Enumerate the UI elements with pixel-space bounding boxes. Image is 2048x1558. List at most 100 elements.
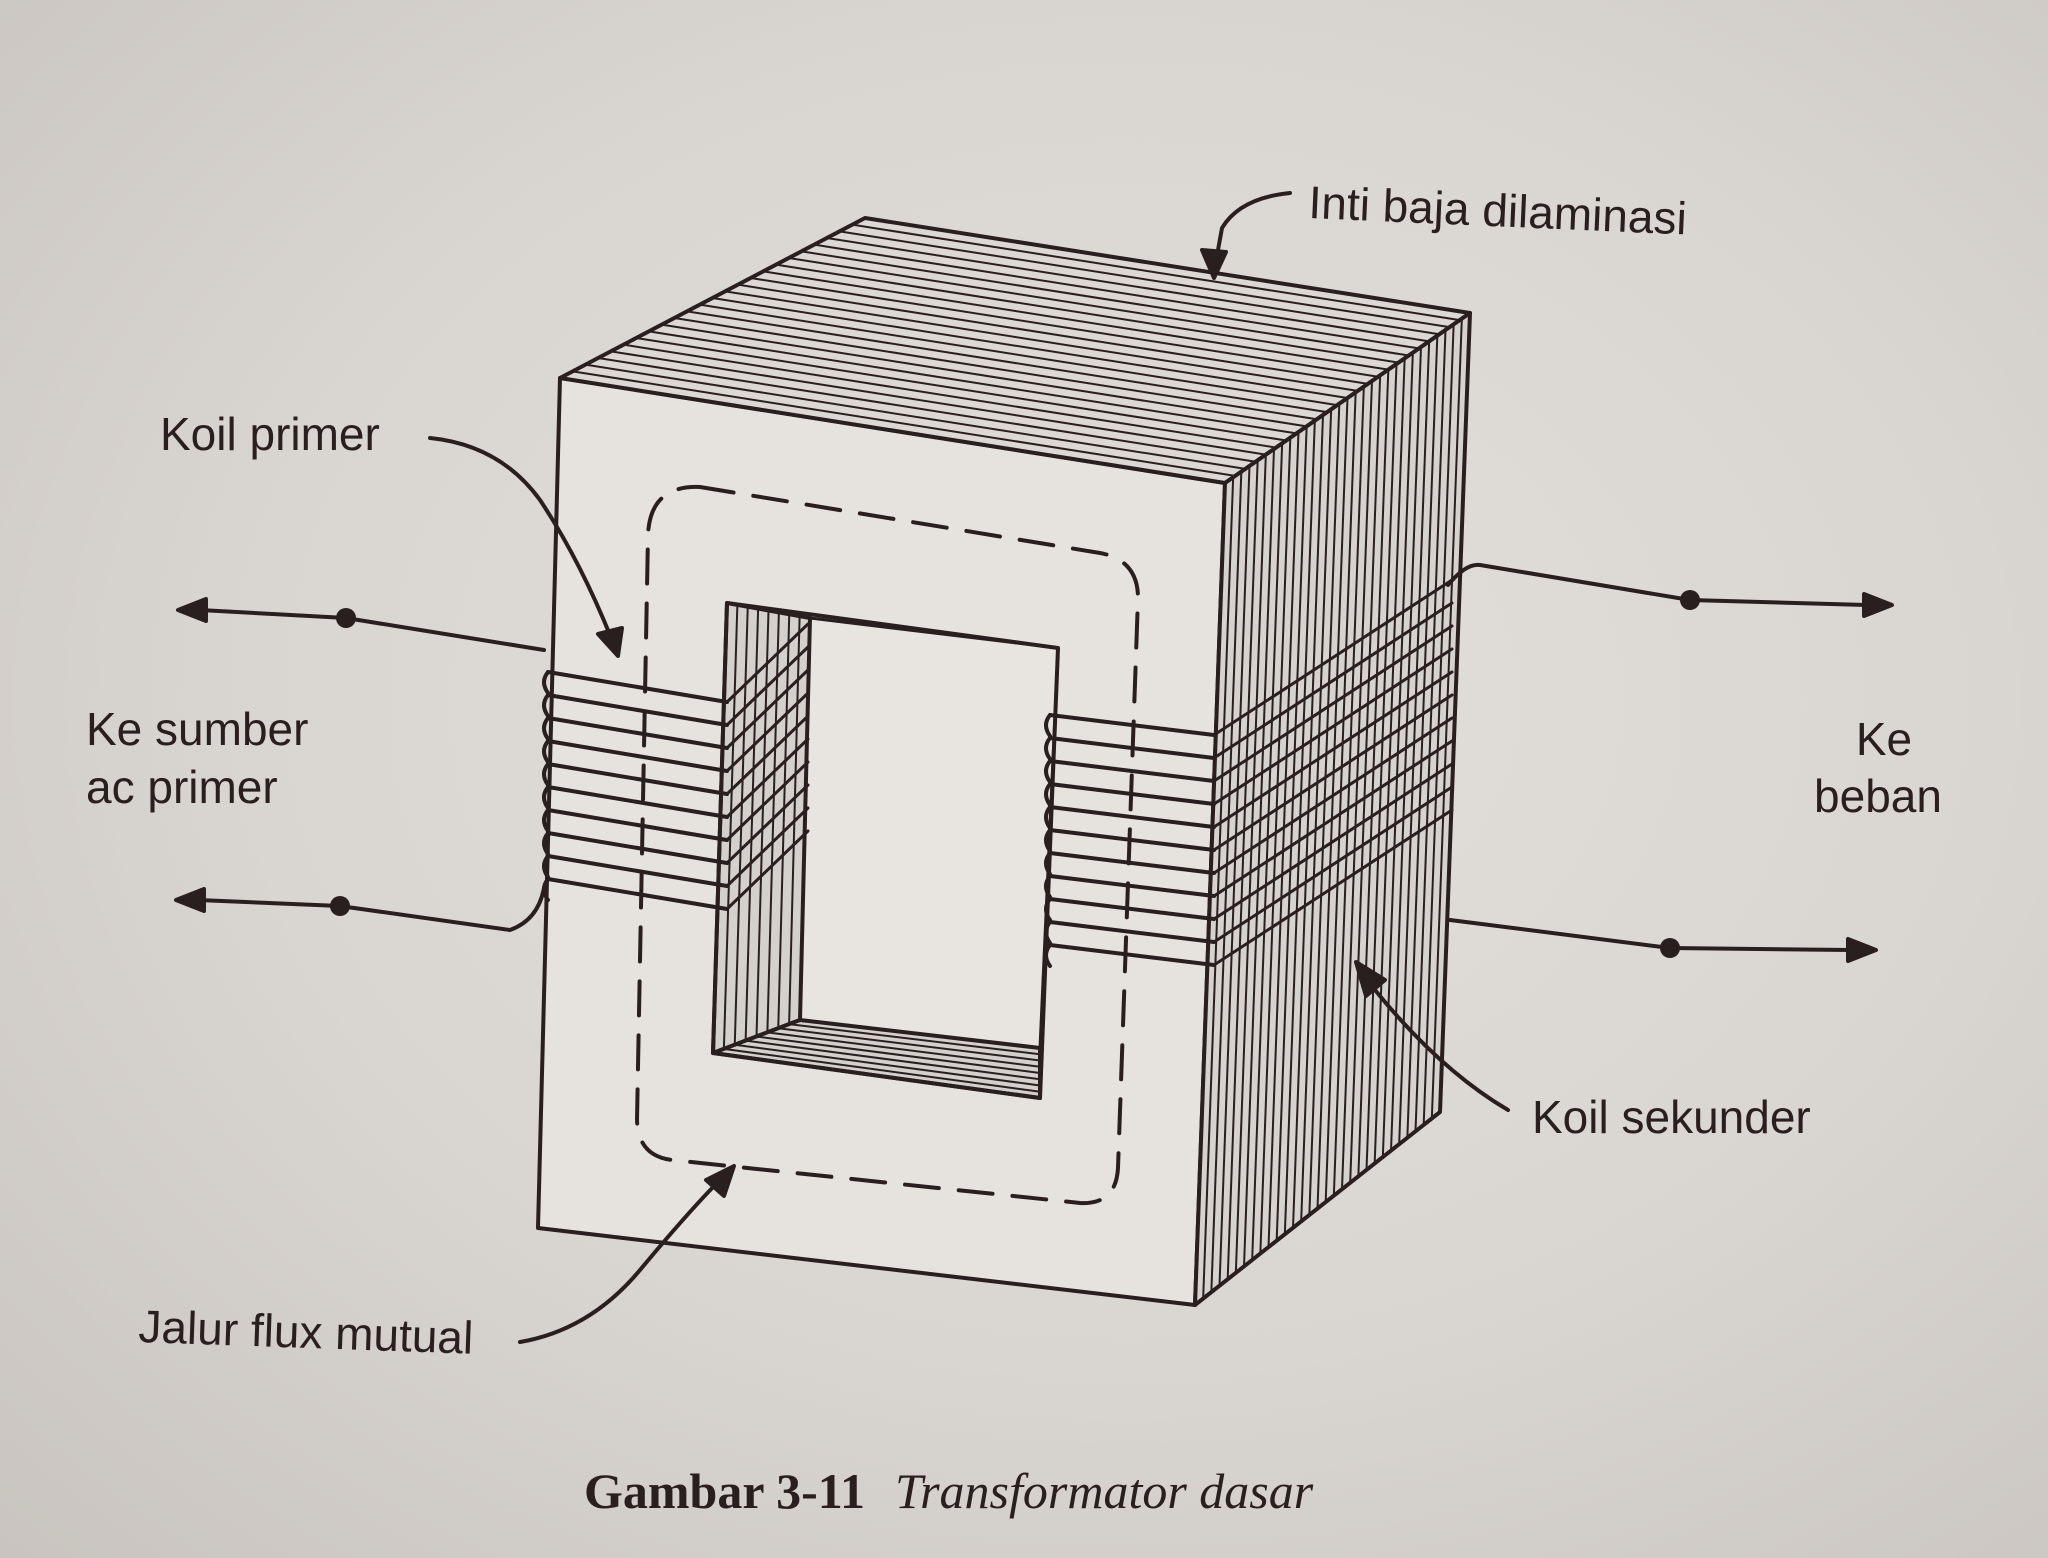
primary-winding bbox=[546, 762, 729, 796]
label-core: Inti baja dilaminasi bbox=[1308, 176, 1688, 244]
window-lamination-line bbox=[744, 1039, 1041, 1081]
primary-winding bbox=[546, 670, 729, 704]
primary-winding bbox=[725, 806, 810, 888]
window-lamination-line bbox=[788, 1023, 1041, 1056]
primary-winding-edge bbox=[542, 762, 550, 787]
side-lamination-line bbox=[1332, 385, 1365, 1197]
primary-winding bbox=[725, 714, 810, 796]
side-lamination-line bbox=[1210, 470, 1243, 1294]
side-lamination-line bbox=[1267, 431, 1300, 1249]
leader-secondary-coil bbox=[1354, 960, 1510, 1112]
top-lamination-line bbox=[762, 270, 1390, 371]
leader-core bbox=[1200, 191, 1292, 280]
side-lamination-line bbox=[1316, 397, 1349, 1210]
window-lamination-line bbox=[766, 1031, 1041, 1068]
leader-primary-coil bbox=[428, 436, 624, 658]
top-lamination-line bbox=[584, 363, 1247, 470]
top-lamination-line bbox=[813, 243, 1431, 343]
side-lamination-line bbox=[1308, 402, 1341, 1216]
primary-winding-edge bbox=[542, 785, 550, 810]
window-lamination-line bbox=[755, 609, 770, 1038]
secondary-lead-top bbox=[1446, 562, 1894, 618]
primary-winding bbox=[725, 783, 810, 865]
secondary-winding bbox=[1212, 624, 1454, 783]
secondary-winding bbox=[1212, 739, 1454, 898]
window-lamination-line bbox=[766, 611, 780, 1034]
window-lamination-line bbox=[744, 607, 760, 1042]
window-lamination-line bbox=[777, 613, 791, 1030]
primary-winding-edge bbox=[542, 808, 550, 833]
primary-lead-bottom bbox=[174, 886, 546, 932]
top-lamination-line bbox=[622, 343, 1278, 449]
primary-winding bbox=[725, 829, 810, 911]
secondary-winding bbox=[1212, 670, 1454, 829]
primary-winding bbox=[725, 737, 810, 819]
top-lamination-line bbox=[749, 277, 1380, 378]
secondary-winding-edge bbox=[1044, 805, 1052, 830]
primary-winding bbox=[725, 645, 810, 727]
label-load-line2: beban bbox=[1814, 770, 1942, 822]
window-lamination-line bbox=[777, 1027, 1041, 1062]
top-lamination-line bbox=[647, 330, 1298, 435]
top-lamination-line bbox=[660, 323, 1308, 428]
primary-winding bbox=[546, 693, 729, 727]
secondary-winding bbox=[1212, 693, 1454, 852]
primary-winding bbox=[546, 716, 729, 750]
primary-winding-edge bbox=[542, 831, 550, 856]
top-lamination-line bbox=[787, 257, 1410, 357]
side-lamination-line bbox=[1373, 357, 1406, 1165]
primary-winding bbox=[546, 739, 729, 773]
side-lamination-line bbox=[1218, 465, 1251, 1287]
primary-winding bbox=[546, 877, 729, 911]
primary-winding-edge bbox=[542, 739, 550, 764]
primary-lead-top bbox=[176, 597, 546, 652]
label-source-line1: Ke sumber bbox=[86, 703, 308, 755]
secondary-winding bbox=[1048, 851, 1216, 875]
label-primary-coil: Koil primer bbox=[160, 408, 380, 460]
top-lamination-line bbox=[800, 250, 1420, 350]
secondary-winding bbox=[1048, 736, 1216, 760]
caption-number: Gambar 3-11 bbox=[584, 1463, 865, 1519]
primary-winding bbox=[725, 622, 810, 704]
secondary-winding-edge bbox=[1044, 759, 1052, 784]
primary-winding-edge bbox=[542, 854, 550, 879]
top-lamination-line bbox=[673, 317, 1318, 421]
side-lamination-line bbox=[1275, 425, 1308, 1242]
secondary-lead-bottom bbox=[1448, 918, 1878, 963]
secondary-winding bbox=[1048, 943, 1216, 967]
side-lamination-line bbox=[1251, 442, 1284, 1261]
secondary-winding bbox=[1212, 785, 1454, 944]
top-lamination-line bbox=[736, 283, 1369, 385]
secondary-winding-edge bbox=[1044, 828, 1052, 853]
primary-winding bbox=[725, 760, 810, 842]
figure-caption: Gambar 3-11 Transformator dasar bbox=[584, 1463, 1314, 1519]
primary-winding-edge bbox=[542, 693, 550, 718]
secondary-winding bbox=[1212, 578, 1454, 737]
window-lamination-line bbox=[722, 1047, 1041, 1093]
secondary-winding-edge bbox=[1044, 874, 1052, 899]
primary-winding bbox=[546, 831, 729, 865]
label-flux-path: Jalur flux mutual bbox=[138, 1300, 475, 1364]
top-lamination-line bbox=[635, 337, 1288, 442]
side-lamination-line bbox=[1300, 408, 1333, 1223]
side-lamination-line bbox=[1226, 459, 1259, 1281]
mutual-flux-path bbox=[635, 484, 1140, 1206]
primary-winding bbox=[725, 668, 810, 750]
side-lamination-line bbox=[1365, 363, 1398, 1171]
secondary-winding bbox=[1048, 713, 1216, 737]
primary-winding bbox=[546, 785, 729, 819]
side-lamination-line bbox=[1259, 436, 1292, 1255]
secondary-coil bbox=[1044, 578, 1454, 968]
secondary-winding bbox=[1048, 920, 1216, 944]
secondary-winding-edge bbox=[1044, 713, 1052, 738]
secondary-winding-edge bbox=[1044, 920, 1052, 945]
top-lamination-line bbox=[698, 303, 1339, 407]
primary-winding-edge bbox=[542, 716, 550, 741]
caption-title: Transformator dasar bbox=[895, 1463, 1314, 1519]
secondary-winding-edge bbox=[1044, 943, 1052, 968]
primary-winding bbox=[725, 691, 810, 773]
side-lamination-line bbox=[1341, 380, 1373, 1191]
secondary-winding bbox=[1048, 828, 1216, 852]
leader-flux-path bbox=[518, 1164, 736, 1344]
top-lamination-line bbox=[711, 297, 1349, 399]
